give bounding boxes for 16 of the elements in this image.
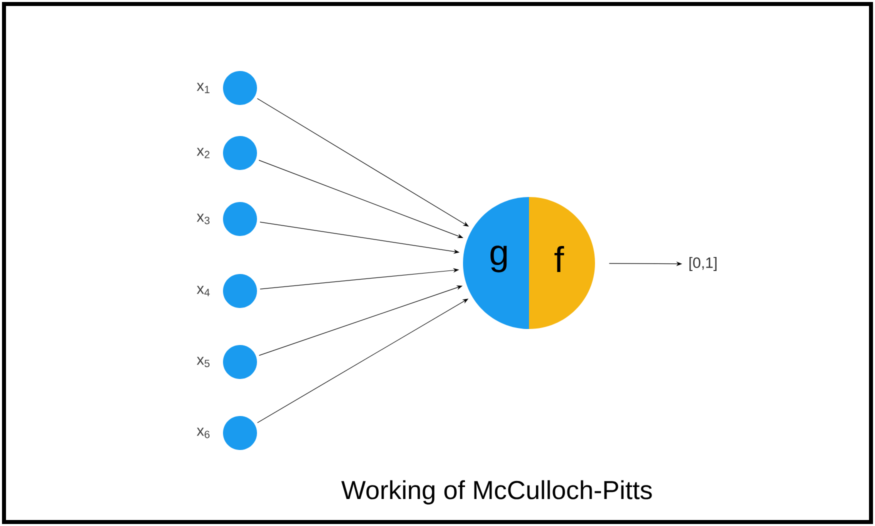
arrow — [257, 298, 468, 424]
input-circle — [223, 274, 257, 308]
node-label: f — [554, 246, 564, 272]
input-label: x$_{3}$ — [196, 214, 210, 224]
input-label: x$_{6}$ — [196, 428, 210, 438]
input-circle — [223, 416, 257, 450]
input-circle — [223, 202, 257, 236]
input-circle — [223, 136, 257, 170]
output-label: [0,1] — [689, 257, 717, 271]
caption: Working of McCulloch-Pitts — [341, 480, 652, 504]
input-label: x$_{1}$ — [196, 82, 210, 94]
input-label: x$_{2}$ — [196, 148, 210, 158]
input-label: x$_{4}$ — [196, 286, 210, 296]
input-circle — [223, 70, 257, 105]
input-label: x$_{5}$ — [196, 356, 210, 368]
input-circle — [223, 344, 257, 379]
